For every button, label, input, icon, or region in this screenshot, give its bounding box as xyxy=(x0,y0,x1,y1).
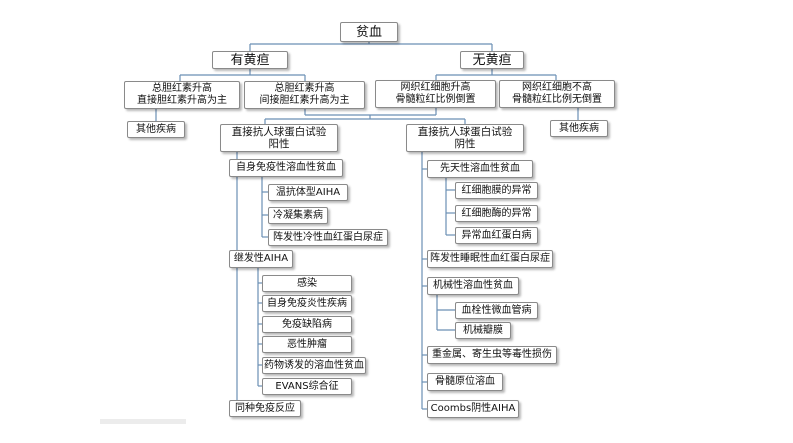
node-other-disease-right: 其他疾病 xyxy=(550,120,608,137)
node-infection: 感染 xyxy=(262,275,352,292)
node-rbc-membrane-abnormality: 红细胞膜的异常 xyxy=(455,182,538,199)
node-congenital-hemolytic-anemia: 先天性溶血性贫血 xyxy=(427,160,533,178)
node-cold-agglutinin-disease: 冷凝集素病 xyxy=(268,207,328,224)
node-mechanical-valve: 机械瓣膜 xyxy=(455,322,511,339)
node-coombs-positive: 直接抗人球蛋白试验 阳性 xyxy=(220,124,338,152)
node-without-jaundice: 无黄疸 xyxy=(460,51,524,69)
node-retic-normal: 网织红细胞不高 骨髓粒红比例无倒置 xyxy=(499,80,615,108)
node-drug-induced-hemolytic-anemia: 药物诱发的溶血性贫血 xyxy=(262,357,366,374)
node-warm-antibody-aiha: 温抗体型AIHA xyxy=(268,184,348,201)
node-thrombotic-microangiopathy: 血栓性微血管病 xyxy=(455,302,538,319)
node-autoimmune-inflammatory-disease: 自身免疫炎性疾病 xyxy=(262,295,352,312)
node-direct-bilirubin: 总胆红素升高 直接胆红素升高为主 xyxy=(124,81,240,109)
node-other-disease-left: 其他疾病 xyxy=(127,121,185,138)
node-indirect-bilirubin: 总胆红素升高 间接胆红素升高为主 xyxy=(244,81,365,109)
node-bone-marrow-in-situ-hemolysis: 骨髓原位溶血 xyxy=(427,373,503,391)
node-rbc-enzyme-abnormality: 红细胞酶的异常 xyxy=(455,205,538,222)
horizontal-scrollbar-stub xyxy=(100,419,186,424)
root-node-anemia: 贫血 xyxy=(340,22,398,42)
node-malignant-tumor: 恶性肿瘤 xyxy=(262,336,352,353)
node-immunodeficiency: 免疫缺陷病 xyxy=(262,316,352,333)
node-paroxysmal-cold-hemoglobinuria: 阵发性冷性血红蛋白尿症 xyxy=(268,229,388,246)
node-with-jaundice: 有黄疸 xyxy=(212,51,288,69)
node-autoimmune-hemolytic-anemia: 自身免疫性溶血性贫血 xyxy=(229,159,343,177)
node-heavy-metal-parasite-toxicity: 重金属、寄生虫等毒性损伤 xyxy=(427,346,557,364)
node-abnormal-hemoglobinopathy: 异常血红蛋白病 xyxy=(455,227,538,244)
node-mechanical-hemolytic-anemia: 机械性溶血性贫血 xyxy=(427,277,519,295)
node-secondary-aiha: 继发性AIHA xyxy=(229,250,293,268)
node-evans-syndrome: EVANS综合征 xyxy=(262,378,352,395)
node-paroxysmal-nocturnal-hemoglobinuria: 阵发性睡眠性血红蛋白尿症 xyxy=(427,250,553,268)
node-alloimmune-reaction: 同种免疫反应 xyxy=(229,400,301,417)
node-coombs-negative: 直接抗人球蛋白试验 阴性 xyxy=(406,124,524,152)
node-retic-high: 网织红细胞升高 骨髓粒红比例倒置 xyxy=(375,80,496,108)
node-coombs-negative-aiha: Coombs阴性AIHA xyxy=(427,400,519,418)
